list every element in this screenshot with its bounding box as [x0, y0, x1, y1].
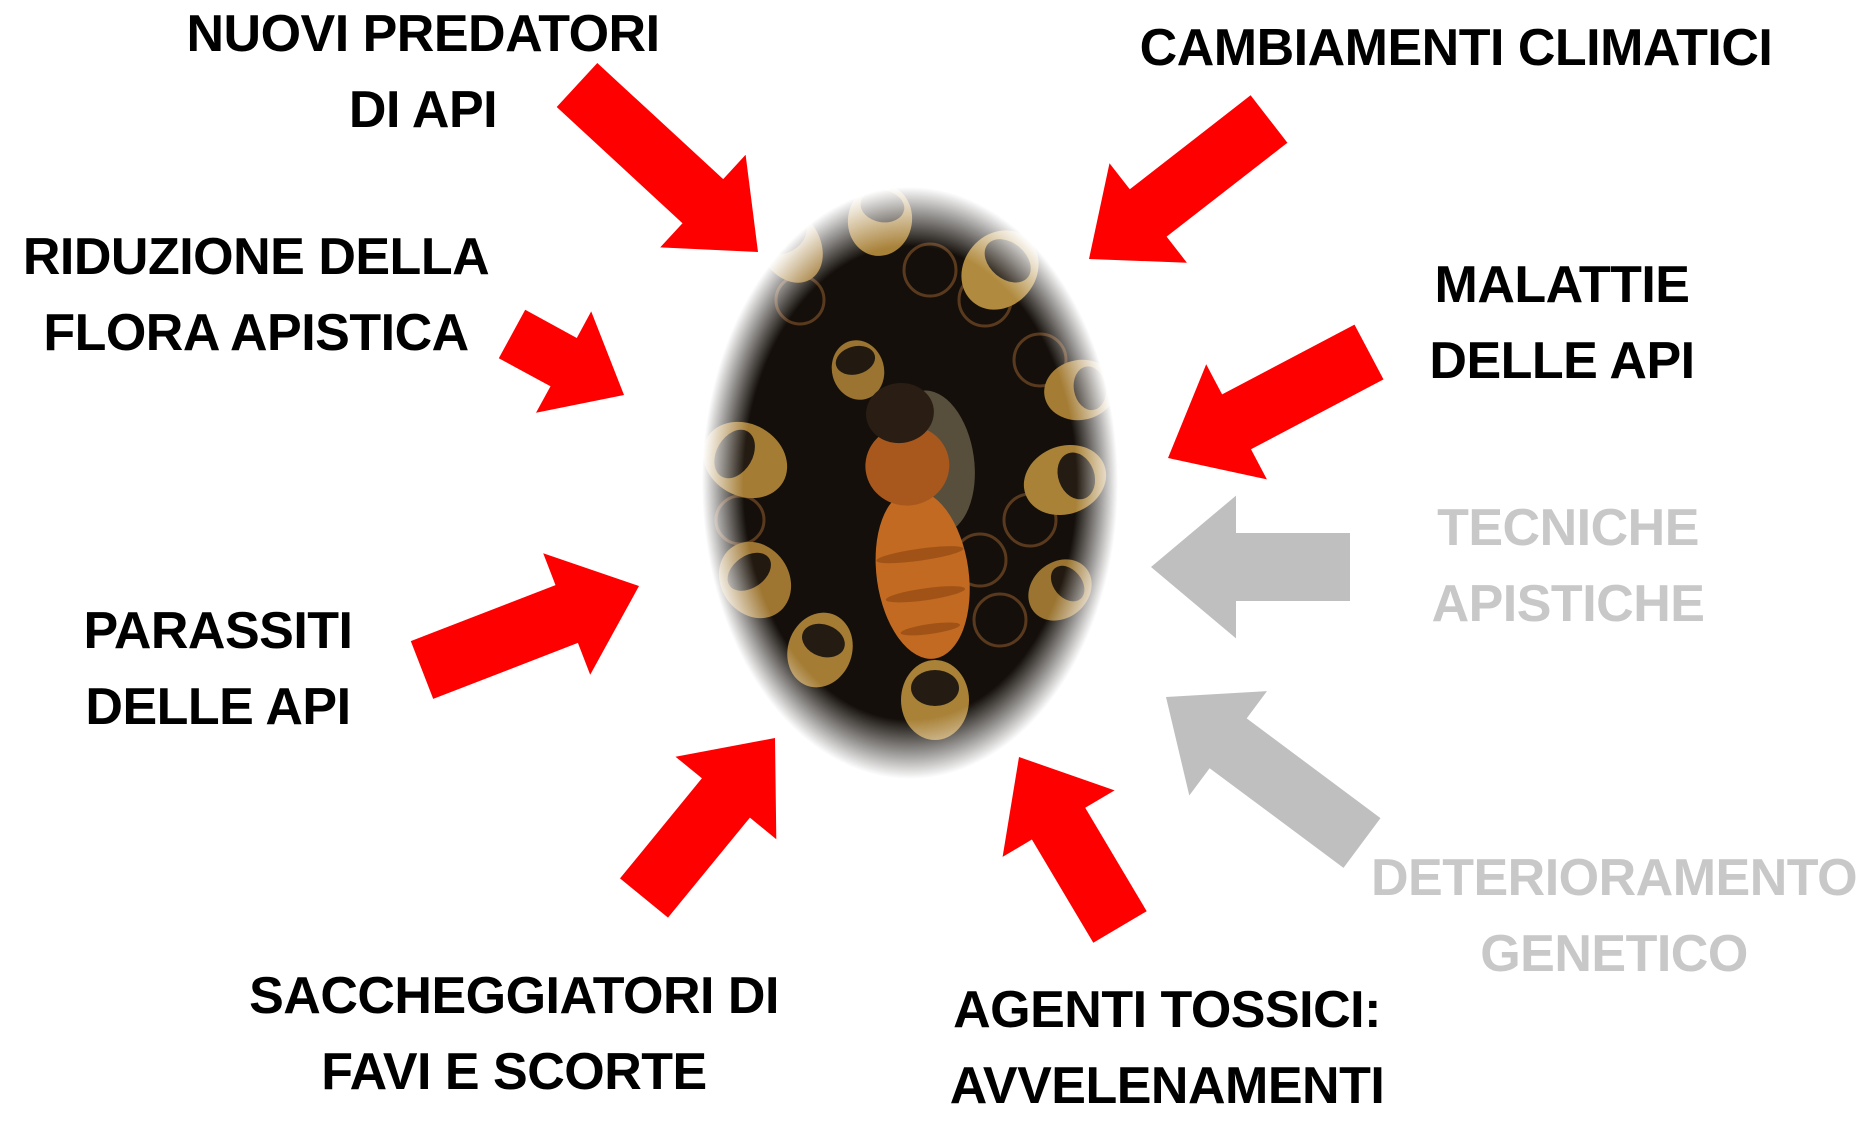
- arrow-tecniche: [1151, 496, 1350, 639]
- arrow-malattie: [1168, 325, 1384, 480]
- factor-line: DETERIORAMENTO: [1371, 840, 1857, 916]
- factor-label-tecniche: TECNICHE APISTICHE: [1432, 490, 1705, 642]
- factor-label-parassiti: PARASSITI DELLE API: [83, 593, 352, 745]
- factor-line: DELLE API: [1429, 323, 1694, 399]
- arrow-parassiti: [411, 553, 639, 699]
- factor-line: DELLE API: [83, 669, 352, 745]
- factor-label-genetico: DETERIORAMENTO GENETICO: [1371, 840, 1857, 992]
- factor-line: PARASSITI: [83, 593, 352, 669]
- factor-label-flora: RIDUZIONE DELLA FLORA APISTICA: [23, 219, 489, 371]
- arrow-saccheggiatori: [620, 738, 776, 918]
- arrow-flora: [499, 310, 624, 413]
- factor-label-predatori: NUOVI PREDATORI DI API: [186, 0, 659, 148]
- arrow-genetico: [1166, 691, 1381, 868]
- factor-line: SACCHEGGIATORI DI: [249, 958, 779, 1034]
- factor-line: MALATTIE: [1429, 247, 1694, 323]
- factor-line: TECNICHE: [1432, 490, 1705, 566]
- factor-label-malattie: MALATTIE DELLE API: [1429, 247, 1694, 399]
- factor-label-tossici: AGENTI TOSSICI: AVVELENAMENTI: [950, 972, 1385, 1124]
- queen-bee-photo: [689, 179, 1130, 790]
- factor-line: APISTICHE: [1432, 566, 1705, 642]
- arrow-clima: [1089, 95, 1287, 262]
- factor-line: RIDUZIONE DELLA: [23, 219, 489, 295]
- factor-line: DI API: [186, 72, 659, 148]
- factor-line: AGENTI TOSSICI:: [950, 972, 1385, 1048]
- factor-line: AVVELENAMENTI: [950, 1048, 1385, 1124]
- factor-line: FLORA APISTICA: [23, 295, 489, 371]
- factor-label-saccheggiatori: SACCHEGGIATORI DI FAVI E SCORTE: [249, 958, 779, 1110]
- factor-line: NUOVI PREDATORI: [186, 0, 659, 72]
- factor-line: FAVI E SCORTE: [249, 1034, 779, 1110]
- factor-line: GENETICO: [1371, 916, 1857, 992]
- factor-label-clima: CAMBIAMENTI CLIMATICI: [1140, 10, 1773, 86]
- factor-line: CAMBIAMENTI CLIMATICI: [1140, 10, 1773, 86]
